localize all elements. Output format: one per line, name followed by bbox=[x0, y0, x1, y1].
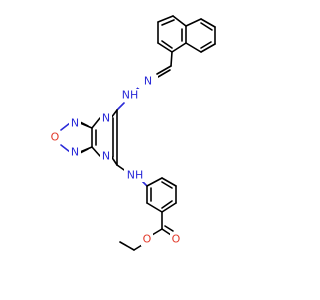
bond bbox=[119, 241, 135, 251]
bond bbox=[171, 42, 187, 53]
bond bbox=[91, 146, 101, 157]
label-bg bbox=[100, 150, 112, 163]
bond-double bbox=[161, 181, 173, 189]
bond-double bbox=[200, 41, 212, 49]
bond-double bbox=[161, 200, 173, 209]
nh-aniline-label: NH bbox=[127, 169, 144, 182]
naphthalene-group bbox=[157, 15, 216, 53]
bond bbox=[157, 42, 173, 53]
label-bg bbox=[49, 131, 61, 144]
bond bbox=[161, 228, 172, 236]
label-bg bbox=[118, 89, 140, 102]
bond bbox=[151, 228, 163, 236]
bond-double bbox=[200, 22, 213, 31]
bond bbox=[172, 15, 187, 27]
bond-double bbox=[164, 225, 174, 232]
label-bg bbox=[69, 146, 81, 159]
n-furazan-bottom-label: N bbox=[71, 146, 79, 159]
o-carbonyl-label: O bbox=[172, 233, 181, 246]
label-bg bbox=[100, 112, 112, 125]
label-bg bbox=[69, 117, 81, 130]
o-furazan-label: O bbox=[51, 131, 60, 144]
bond bbox=[200, 18, 216, 28]
label-bg bbox=[138, 75, 158, 88]
bond bbox=[133, 244, 143, 251]
label-bg bbox=[141, 233, 153, 246]
molecule-diagram: N NH N N N N O NH O O bbox=[49, 15, 216, 251]
ester-group bbox=[119, 211, 174, 251]
bond bbox=[116, 102, 125, 111]
n-azine-label: N bbox=[144, 75, 152, 88]
benzene-ring bbox=[146, 177, 177, 213]
label-bg bbox=[124, 169, 146, 182]
bond bbox=[157, 15, 174, 23]
bond bbox=[161, 202, 177, 213]
bond bbox=[156, 65, 172, 75]
nh-top-label: NH bbox=[122, 89, 139, 102]
bond bbox=[200, 43, 216, 53]
atom-labels: N NH N N N N O NH O O bbox=[49, 75, 182, 246]
o-ester-label: O bbox=[143, 233, 152, 246]
n-furazan-top-label: N bbox=[71, 117, 79, 130]
bond bbox=[185, 42, 202, 53]
bond-double bbox=[161, 19, 175, 26]
bond bbox=[146, 202, 163, 213]
structure-svg: N NH N N N N O NH O O bbox=[49, 15, 216, 251]
n-pyrazine-bottom-label: N bbox=[102, 150, 110, 163]
bond bbox=[60, 122, 71, 131]
bond bbox=[146, 177, 163, 187]
bond bbox=[170, 51, 173, 67]
bond bbox=[60, 144, 71, 153]
n-pyrazine-top-label: N bbox=[102, 112, 110, 125]
bond bbox=[161, 177, 177, 187]
bond bbox=[185, 18, 202, 27]
bond-double bbox=[161, 40, 173, 49]
bond bbox=[91, 117, 101, 129]
label-bg bbox=[170, 233, 182, 246]
bond-double bbox=[157, 69, 171, 78]
